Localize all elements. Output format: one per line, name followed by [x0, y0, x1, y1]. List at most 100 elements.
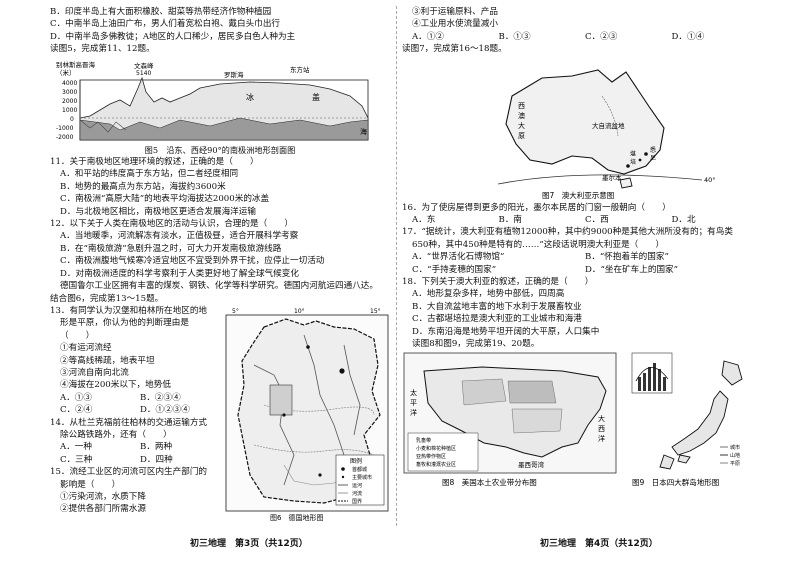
- fig5-ice: 冰: [246, 92, 254, 102]
- fig9-legend-item: 城市: [730, 444, 740, 451]
- fig7-label: 大: [518, 121, 525, 130]
- fig7-label: 尼: [650, 155, 656, 162]
- fig5-ross: 罗斯海: [224, 70, 244, 79]
- fig5-sea: 海: [360, 127, 367, 136]
- q15-item: ④工业用水使流量减小: [412, 19, 498, 30]
- q18-option: C．古都堪培拉是澳大利亚的工业城市和海港: [412, 314, 582, 325]
- fig9-legend-item: 山地: [730, 452, 740, 459]
- fig5-gai: 盖: [312, 92, 320, 102]
- q16-option: D．北: [671, 215, 696, 226]
- right-footer: 初三地理 第4页（共12页）: [540, 539, 658, 549]
- fig5-ytick: 1000: [62, 107, 77, 114]
- fig6-legend-item: 国界: [352, 499, 362, 505]
- fig8-label: 太: [410, 388, 417, 397]
- q17-stem: 17．“据统计，澳大利亚有植物12000种，其中约9000种是其他大洲所没有的；…: [402, 227, 733, 238]
- fig6-legend-item: 运河: [352, 482, 362, 489]
- q15-option: B．①③: [498, 31, 531, 42]
- fig5-ytick: 2000: [62, 98, 77, 105]
- q14-option: D．四种: [140, 454, 173, 465]
- q16-option: B．南: [498, 215, 523, 226]
- page-divider: [396, 6, 397, 526]
- fig8-legend-item: 畜牧和灌溉农业区: [416, 461, 456, 468]
- fig5-peak: 文森峰: [134, 61, 154, 70]
- fig5-ylabel2: 别林斯高晋海: [56, 60, 96, 69]
- left-page: B．印度半岛上有大面积橡胶、甜菜等热带经济作物种植园 C．中南半岛上油田广布，男…: [50, 6, 390, 527]
- figure-6: 5° 10° 15° 图例 首都城 主要城市 运河: [224, 305, 390, 527]
- fig5-peak-height: 5140: [136, 70, 151, 77]
- fig9-caption: 图9 日本四大群岛地形图: [632, 477, 719, 487]
- fig7-label: 悉: [650, 146, 656, 154]
- fig6-lon: 5°: [232, 308, 239, 315]
- q10-option-d: D．中南半岛多佛教徒；A地区的人口稀少，居民多白色人种为主: [50, 31, 296, 42]
- fig8-label: 洋: [410, 408, 417, 417]
- q13-option: A．①③: [60, 392, 92, 403]
- q16-stem: 16．为了使房屋得到更多的阳光，墨尔本民居的门窗一般朝向（ ）: [402, 202, 671, 213]
- q13-stem: 13．有同学认为汉堡和柏林所在地区的地: [50, 305, 208, 316]
- q13-item: ①有运河流经: [60, 343, 112, 354]
- q13-intro: 结合图6，完成第13～15题。: [50, 293, 164, 304]
- q14-option: B．两种: [140, 442, 173, 453]
- fig5-east-station: 东方站: [290, 65, 310, 74]
- q11-option: D．与北极地区相比，南极地区更适合发展海洋运输: [60, 206, 256, 217]
- fig7-latitude: 40°: [704, 176, 716, 184]
- q18-option: B．大自流盆地丰富的地下水利于发展畜牧业: [412, 301, 582, 312]
- q15-option: A．①②: [412, 31, 444, 42]
- q13-option: D．①②③④: [140, 405, 190, 416]
- q14-options: A．一种 B．两种: [50, 441, 220, 453]
- q10-option-c: C．中南半岛上油田广布，男人们着宽松白袍、戴白头巾出行: [50, 19, 281, 30]
- q14-options: C．三种 D．四种: [50, 454, 220, 466]
- fig5-ytick: 4000: [62, 80, 77, 87]
- fig6-legend: [335, 454, 385, 506]
- q14-stem: 除公路铁路外，还有（ ）: [60, 429, 172, 440]
- q13-item: ④海拔在200米以下，地势低: [60, 380, 171, 391]
- fig8-label: 平: [410, 399, 417, 407]
- fig7-label: 澳: [518, 111, 525, 120]
- q13-options: A．①③ B．②③④: [50, 392, 220, 404]
- q18-option: D．东南沿海是地势平坦开阔的大平原，人口集中: [412, 326, 600, 337]
- q13-intro: 德国鲁尔工业区拥有丰富的煤炭、钢铁、化学等科学研究。德国内河航运四通八达。: [60, 281, 378, 292]
- fig8-9-intro: 读图8和图9，完成第19、20题。: [412, 339, 540, 350]
- q15-stem: 影响是（ ）: [60, 479, 121, 490]
- fig7-label: 堪: [630, 150, 636, 158]
- usa-agriculture-map: 乳畜带 小麦和棉花种植区 亚热带作物区 畜牧和灌溉农业区 太 平 洋 大 西 洋…: [403, 352, 617, 487]
- q13-option: C．②④: [60, 405, 93, 416]
- q16-option: A．东: [412, 215, 436, 226]
- q12-option: D．对南极洲适度的科学考察利于人类更好地了解全球气候变化: [60, 268, 299, 279]
- fig9-legend-item: 平原: [730, 461, 740, 467]
- q18-stem: 18．下列关于澳大利亚的叙述，正确的是（ ）: [402, 277, 594, 288]
- fig6-legend-item: 主要城市: [352, 474, 372, 481]
- q17-option: D．“坐在矿车上的国家”: [585, 264, 679, 275]
- q15-options: A．①② B．①③ C．②③ D．①④: [402, 31, 758, 43]
- fig6-legend-title: 图例: [350, 457, 362, 465]
- q14-option: A．一种: [60, 442, 92, 453]
- fig5-caption: 图5 沿东、西经90°的南极洲地形剖面图: [144, 144, 296, 155]
- q13-stem: 形是平原，你认为他的判断理由是: [60, 318, 189, 329]
- q13-option: B．②③④: [140, 392, 181, 403]
- fig5-ylabel: （米）: [56, 68, 76, 77]
- q12-option: B．在“南极旅游”急剧升温之时，可大力开发南极旅游线路: [60, 243, 282, 254]
- right-page: ③利于运输原料、产品 ④工业用水使流量减小 A．①② B．①③ C．②③ D．①…: [402, 6, 758, 493]
- fig8-legend-item: 亚热带作物区: [416, 453, 446, 460]
- germany-map: 5° 10° 15° 图例 首都城 主要城市 运河: [225, 308, 389, 522]
- figure-7: 西 澳 大 原 大自流盆地 墨尔本 悉 尼 堪 培 40° 图7 澳大利亚示意图: [402, 56, 758, 202]
- q11-option: B．地势的最高点为东方站，海拔约3600米: [60, 181, 226, 192]
- fig7-label: 原: [518, 132, 525, 140]
- q11-option: C．南极洲“高原大陆”的地表平均海拔达2000米的冰盖: [60, 194, 270, 205]
- q15-item: ①污染河流，水质下降: [60, 492, 146, 502]
- fig7-intro: 读图7，完成第16～18题。: [402, 44, 507, 55]
- fig5-ytick: 3000: [62, 89, 77, 96]
- q13-options: C．②④ D．①②③④: [50, 404, 220, 416]
- fig7-basin: 大自流盆地: [592, 121, 625, 130]
- q18-option: A．地形复杂多样，地势中部低，四周高: [412, 289, 565, 300]
- q15-stem: 15．流经工业区的河流可区内生产部门的: [50, 467, 208, 478]
- q15-option: C．②③: [585, 31, 618, 42]
- left-footer: 初三地理 第3页（共12页）: [190, 539, 308, 549]
- q11-option: A．和平站的纬度高于东方站，但二者经度相同: [60, 169, 239, 180]
- fig8-legend-item: 小麦和棉花种植区: [416, 445, 456, 452]
- q15-option: D．①④: [671, 31, 705, 42]
- fig6-caption: 图6 德国地形图: [270, 513, 323, 522]
- fig7-caption: 图7 澳大利亚示意图: [542, 190, 614, 200]
- antarctica-profile-chart: 别林斯高晋海 （米） 4000 3000 2000 1000 0 -1000 -…: [56, 60, 369, 141]
- figures-8-9: 乳畜带 小麦和棉花种植区 亚热带作物区 畜牧和灌溉农业区 太 平 洋 大 西 洋…: [402, 351, 758, 493]
- fig7-label: 西: [518, 102, 525, 110]
